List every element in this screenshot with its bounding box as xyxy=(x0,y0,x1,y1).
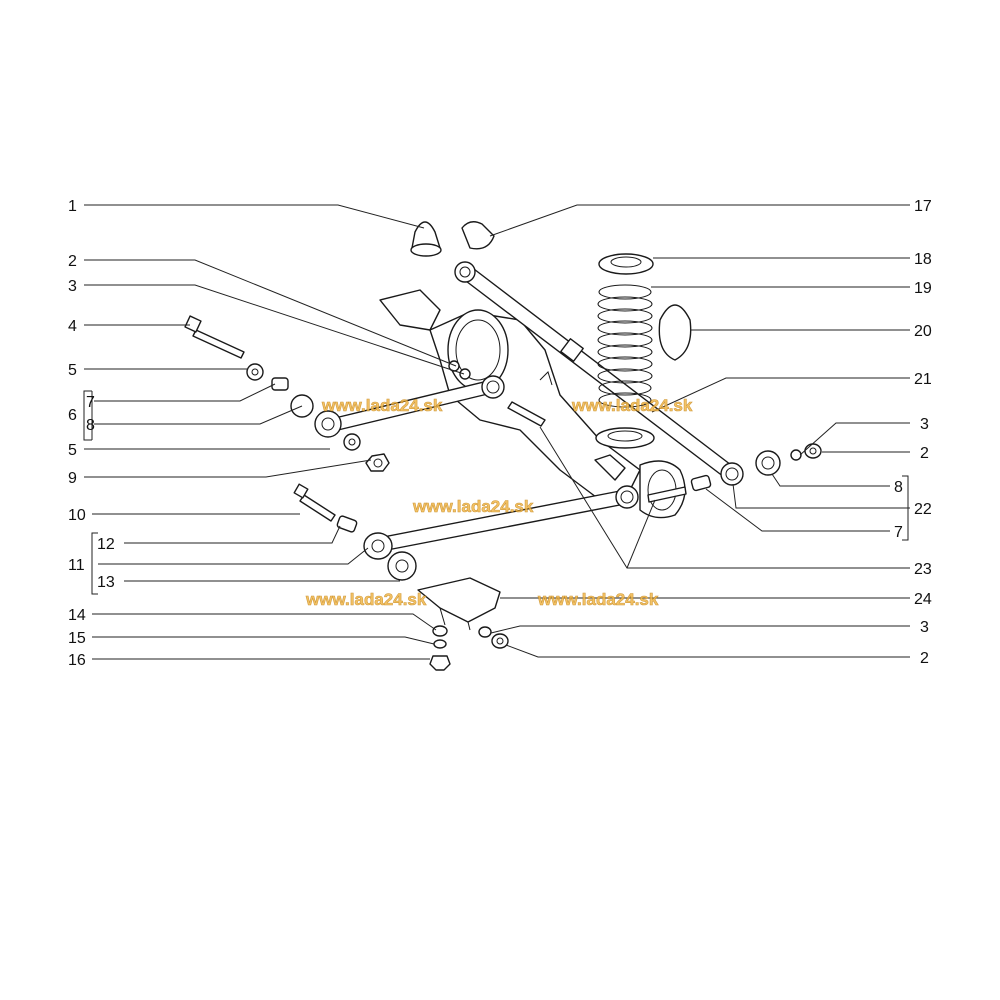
callout-18: 18 xyxy=(914,251,932,268)
part-7-spacer-right xyxy=(690,474,712,492)
part-8-bushing-right xyxy=(755,450,781,476)
leader-lines xyxy=(83,204,910,660)
part-2-nut-lower xyxy=(491,633,509,649)
callout-22: 22 xyxy=(914,501,932,518)
part-18-spring-insulator xyxy=(598,253,654,275)
part-7-spacer-upper xyxy=(271,377,289,391)
part-21-spring-lower-seat xyxy=(595,427,655,449)
part-20-rubber-buffer xyxy=(658,304,692,361)
callout-1: 1 xyxy=(68,198,77,215)
part-1-bump-stop xyxy=(410,221,442,257)
callout-24: 24 xyxy=(914,591,932,608)
part-5-washer-upper xyxy=(246,363,264,381)
callout-16: 16 xyxy=(68,652,86,669)
callout-3: 3 xyxy=(68,278,77,295)
part-3-washer-lower xyxy=(478,626,492,638)
callout-19: 19 xyxy=(914,280,932,297)
callouts-left: 1 2 3 4 5 6 7 8 5 9 10 11 12 13 14 15 16 xyxy=(68,198,115,669)
callout-9: 9 xyxy=(68,470,77,487)
watermarks: www.lada24.sk www.lada24.sk www.lada24.s… xyxy=(305,396,693,610)
callout-7: 7 xyxy=(86,394,95,411)
watermark-text: www.lada24.sk xyxy=(537,590,659,609)
watermark-text: www.lada24.sk xyxy=(571,396,693,415)
callout-8: 8 xyxy=(86,417,95,434)
callout-6: 6 xyxy=(68,407,77,424)
part-15-lock-washer xyxy=(433,639,447,649)
callout-2: 2 xyxy=(920,445,929,462)
part-4-bolt xyxy=(184,315,245,359)
callout-8: 8 xyxy=(894,479,903,496)
callout-13: 13 xyxy=(97,574,115,591)
callout-3: 3 xyxy=(920,416,929,433)
callouts-right: 17 18 19 20 21 3 2 8 22 7 23 24 3 2 xyxy=(894,198,932,667)
part-17-buffer xyxy=(461,221,495,250)
upper-right-rod xyxy=(454,261,744,486)
callout-5: 5 xyxy=(68,362,77,379)
watermark-text: www.lada24.sk xyxy=(305,590,427,609)
callout-15: 15 xyxy=(68,630,86,647)
callout-5: 5 xyxy=(68,442,77,459)
callout-4: 4 xyxy=(68,318,77,335)
watermark-text: www.lada24.sk xyxy=(412,497,534,516)
callout-11: 11 xyxy=(68,557,85,574)
callout-7: 7 xyxy=(894,524,903,541)
part-2-3-housing-hardware xyxy=(448,360,471,380)
part-19-coil-spring xyxy=(597,284,653,408)
callout-12: 12 xyxy=(97,536,115,553)
callout-2: 2 xyxy=(920,650,929,667)
part-9-nut xyxy=(365,453,390,472)
callout-3: 3 xyxy=(920,619,929,636)
callout-10: 10 xyxy=(68,507,86,524)
part-12-spacer xyxy=(336,515,358,533)
part-10-bolt xyxy=(293,483,336,522)
callout-14: 14 xyxy=(68,607,86,624)
watermark-text: www.lada24.sk xyxy=(321,396,443,415)
callout-23: 23 xyxy=(914,561,932,578)
callout-17: 17 xyxy=(914,198,932,215)
part-16-nut xyxy=(429,655,451,671)
callout-20: 20 xyxy=(914,323,932,340)
lower-longitudinal-rod xyxy=(377,485,639,552)
part-13-bushing xyxy=(363,532,417,581)
callout-21: 21 xyxy=(914,371,932,388)
part-5-washer-lower xyxy=(343,433,361,451)
part-2-nut-right-upper xyxy=(804,443,822,459)
part-24-bracket xyxy=(417,577,501,631)
part-3-washer-right-upper xyxy=(790,449,802,461)
callout-2: 2 xyxy=(68,253,77,270)
part-14-washer xyxy=(432,625,448,637)
part-23-bolt xyxy=(507,401,687,503)
